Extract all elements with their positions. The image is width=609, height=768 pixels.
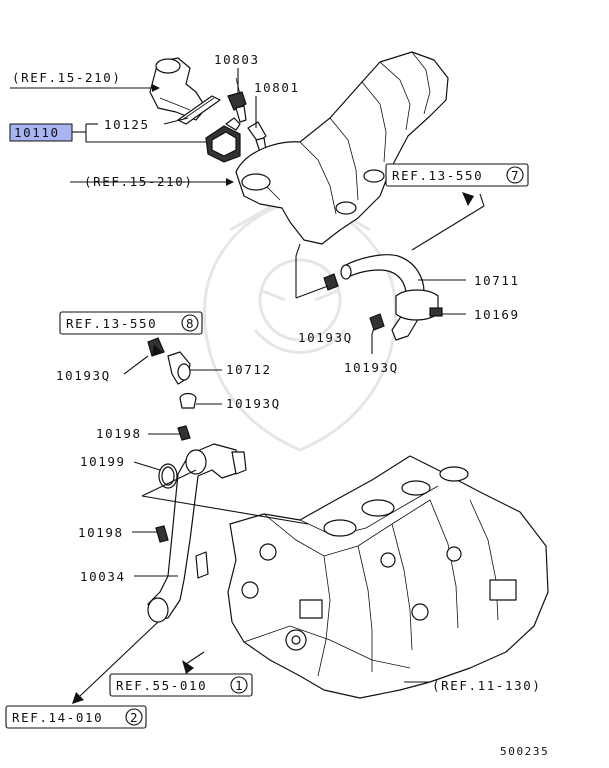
part-10803-label[interactable]: 10803 xyxy=(214,52,260,67)
ref-15-210-mid[interactable]: (REF.15-210) xyxy=(84,174,194,189)
diagram-id: 500235 xyxy=(500,745,549,758)
ref-13-550-7-number: 7 xyxy=(511,168,520,183)
ref-55-010-1-box[interactable]: REF.55-010 1 xyxy=(109,673,253,697)
clip-10193q-right-drawing xyxy=(369,313,385,331)
ref-15-210-top[interactable]: (REF.15-210) xyxy=(12,70,122,85)
gasket-drawing xyxy=(177,95,221,125)
thermostat-drawing xyxy=(205,117,241,163)
engine-block-drawing xyxy=(227,455,549,699)
bolt-10198-lower-drawing xyxy=(155,525,169,543)
part-10198-upper-label[interactable]: 10198 xyxy=(96,426,142,441)
sensor-10803-drawing xyxy=(227,77,247,123)
ref-13-550-8-label: REF.13-550 xyxy=(66,316,157,331)
ref-55-010-1-label: REF.55-010 xyxy=(116,678,207,693)
oring-10199-drawing xyxy=(158,463,178,489)
part-10711-label[interactable]: 10711 xyxy=(474,273,520,288)
intake-manifold-drawing xyxy=(235,51,449,245)
part-10193q-right-label[interactable]: 10193Q xyxy=(344,360,399,375)
sensor-10801-drawing xyxy=(247,121,267,153)
part-10125-label[interactable]: 10125 xyxy=(104,117,150,132)
ref-11-130[interactable]: (REF.11-130) xyxy=(432,678,542,693)
part-10110-highlight[interactable]: 10110 xyxy=(9,123,73,142)
ref-13-550-7-box[interactable]: REF.13-550 7 xyxy=(385,163,529,187)
leader-lines xyxy=(10,68,485,704)
part-10169-label[interactable]: 10169 xyxy=(474,307,520,322)
part-10198-lower-label[interactable]: 10198 xyxy=(78,525,124,540)
part-10801-label[interactable]: 10801 xyxy=(254,80,300,95)
part-10712-label[interactable]: 10712 xyxy=(226,362,272,377)
ref-14-010-2-label: REF.14-010 xyxy=(12,710,103,725)
ref-13-550-8-box[interactable]: REF.13-550 8 xyxy=(59,311,203,335)
ref-14-010-2-number: 2 xyxy=(130,710,139,725)
clip-10193q-mid-drawing xyxy=(179,392,197,409)
ref-13-550-7-label: REF.13-550 xyxy=(392,168,483,183)
fitting-10712-drawing xyxy=(167,351,191,385)
bolt-10198-upper-drawing xyxy=(177,425,191,441)
clamp-10169-drawing xyxy=(395,289,443,321)
ref-13-550-8-number: 8 xyxy=(186,316,195,331)
part-10193q-mid-label[interactable]: 10193Q xyxy=(226,396,281,411)
part-10110-label: 10110 xyxy=(14,125,60,140)
part-10193q-upper-label[interactable]: 10193Q xyxy=(298,330,353,345)
ref-14-010-2-box[interactable]: REF.14-010 2 xyxy=(5,705,147,729)
part-10034-label[interactable]: 10034 xyxy=(80,569,126,584)
clip-10193q-upper-drawing xyxy=(323,273,339,291)
part-10199-label[interactable]: 10199 xyxy=(80,454,126,469)
ref-55-010-1-number: 1 xyxy=(235,678,244,693)
part-10193q-left-label[interactable]: 10193Q xyxy=(56,368,111,383)
